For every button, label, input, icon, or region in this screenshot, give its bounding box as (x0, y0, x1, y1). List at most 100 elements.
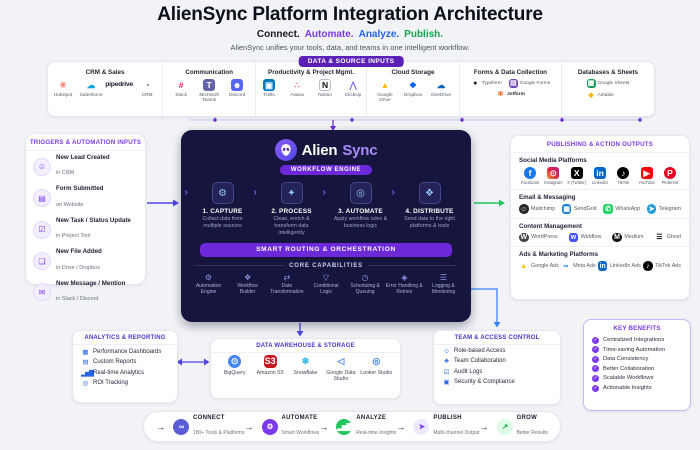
app-item: ➤Telegram (646, 204, 681, 214)
triggers-panel-title: TRIGGERS & AUTOMATION INPUTS (26, 134, 145, 151)
subtitle-word: Analyze. (358, 29, 400, 40)
analytics-item: ◎ROI Tracking (73, 377, 177, 387)
app-label: LinkedIn (592, 179, 608, 185)
app-item: ◆Airtable (587, 91, 613, 100)
analytics-item-icon: ▦ (82, 348, 88, 356)
capability-item: ⇄ Data Transformation (268, 273, 305, 296)
app-label: HubSpot (53, 92, 73, 98)
benefit-item: ✓Data Consistency (584, 353, 690, 363)
group-title: CRM & Sales (85, 69, 125, 76)
workflow-step: › ❖ 4. DISTRIBUTE Send data to the right… (392, 182, 459, 237)
capability-icon: ▽ (322, 272, 330, 282)
trigger-subtitle: in Drive / Dropbox (56, 264, 101, 271)
app-label: Google Sheets (597, 80, 630, 86)
brand-part1: Alien (301, 141, 338, 159)
step-icon: ✦ (280, 182, 303, 204)
capability-label: Conditional Logic (313, 283, 339, 296)
app-label: Google Forms (519, 80, 551, 86)
app-icon: ⋀ (349, 79, 357, 90)
app-item: ◔CRM (134, 79, 161, 98)
section-title: Email & Messaging (519, 194, 576, 202)
app-label: Telegram (658, 205, 681, 212)
data-source-inputs-badge: DATA & SOURCE INPUTS (298, 56, 404, 67)
app-icon: ✳ (59, 79, 67, 90)
trigger-subtitle: in Slack / Discord (56, 296, 99, 303)
stage-name: CONNECT (193, 414, 225, 421)
app-item: ◁Google Data Studio (324, 355, 358, 382)
app-icon: ☻ (231, 79, 244, 91)
alien-icon (274, 139, 297, 161)
app-icon: ☺ (519, 204, 529, 214)
trigger-subtitle: on Website (56, 201, 84, 208)
app-item: ✆WhatsApp (603, 204, 640, 214)
stage-subtitle: Smart Workflows (281, 429, 320, 436)
trigger-title: New File Added (56, 248, 102, 256)
app-item: ✳ HubSpot (50, 79, 77, 98)
step-title: 2. PROCESS (271, 208, 312, 215)
app-icon: ➤ (646, 204, 657, 214)
team-item-icon: ☺ (443, 347, 450, 355)
source-group-productivity: Productivity & Project Mgmt. ▣Trello∴Asa… (256, 62, 367, 116)
subtitle: Connect.Automate.Analyze.Publish. (0, 29, 700, 40)
workflow-step: › ⚙ 1. CAPTURE Collect data from multipl… (185, 182, 252, 237)
publishing-panel-title: PUBLISHING & ACTION OUTPUTS (511, 136, 689, 153)
app-label: Pinterest (661, 179, 679, 185)
benefit-item: ✓Actionable Insights (584, 382, 690, 392)
app-icon: ▣ (263, 79, 276, 91)
app-icon: ▦ (586, 79, 596, 88)
section-title: Social Media Platforms (519, 157, 587, 164)
app-label: X (Twitter) (567, 179, 587, 185)
app-icon: ☁ (86, 79, 96, 90)
benefits-panel-title: KEY BENEFITS (613, 325, 661, 332)
app-item: ▤Google Forms (508, 79, 551, 88)
app-item: ▣Trello (256, 79, 283, 98)
arrow-right-icon: → (319, 421, 329, 432)
trigger-icon: ▤ (33, 189, 51, 208)
team-item-icon: ▣ (443, 379, 449, 386)
app-icon: ▶ (640, 167, 653, 179)
trigger-title: Form Submitted (56, 185, 104, 193)
stage-name: PUBLISH (433, 414, 462, 421)
step-title: 1. CAPTURE (202, 208, 243, 215)
step-description: Collect data from multiple sources (202, 216, 243, 229)
app-item: pipedrive (105, 79, 133, 98)
check-icon: ✓ (592, 374, 599, 382)
chevron-right-icon: › (253, 187, 257, 198)
triggers-panel: TRIGGERS & AUTOMATION INPUTS ☺ New Lead … (25, 133, 146, 302)
app-label: Google Data Studio (326, 369, 356, 382)
app-label: Instagram (544, 179, 563, 185)
app-label: Ghost (666, 234, 681, 241)
group-title: Cloud Storage (391, 69, 435, 76)
stage-name: AUTOMATE (281, 414, 318, 421)
trigger-subtitle: in Project Tool (56, 233, 91, 240)
chevron-right-icon: › (322, 187, 326, 198)
stage-icon: ▂▅▇ (336, 418, 352, 435)
capability-item: ◈ Error Handling & Retries (386, 273, 423, 296)
core-capabilities-title: CORE CAPABILITIES (289, 262, 363, 269)
benefit-item: ✓Time-saving Automation (584, 344, 690, 354)
app-item: ∞Meta Ads (561, 261, 595, 271)
app-item: ▦Google Sheets (586, 79, 630, 88)
app-icon: ◆ (588, 92, 594, 99)
app-item: ▲Google Ads (519, 261, 559, 271)
team-item: ❖Team Collaboration (434, 355, 560, 365)
app-item: ❄Snowflake (288, 355, 322, 382)
app-label: SendGrid (573, 205, 597, 212)
trigger-title: New Message / Mention (56, 279, 126, 287)
app-icon: in (593, 167, 606, 179)
analytics-item-label: Custom Reports (93, 359, 137, 365)
team-panel-title: TEAM & ACCESS CONTROL (434, 331, 560, 345)
